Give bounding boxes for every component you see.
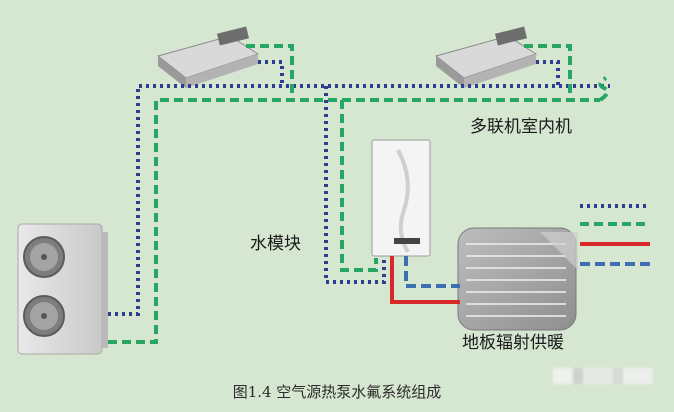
refrigerant-line-green: [108, 44, 610, 344]
hydro-module-icon: [371, 139, 431, 257]
water-return-pipe: [404, 256, 460, 288]
outdoor-unit-icon: [17, 223, 108, 355]
floor-heating-label: 地板辐射供暖: [462, 333, 564, 353]
legend-lines: [580, 204, 650, 266]
hydro-module-label: 水模块: [250, 234, 301, 254]
watermark-blur: [553, 368, 653, 384]
indoor-unit-1-icon: [156, 26, 260, 88]
floor-heating-icon: [457, 227, 578, 331]
water-supply-pipe: [390, 256, 460, 304]
indoor-unit-2-icon: [434, 26, 538, 88]
refrigerant-line-blue: [108, 60, 610, 316]
figure-caption: 图1.4 空气源热泵水氟系统组成: [232, 383, 442, 401]
indoor-units-label: 多联机室内机: [470, 117, 572, 137]
